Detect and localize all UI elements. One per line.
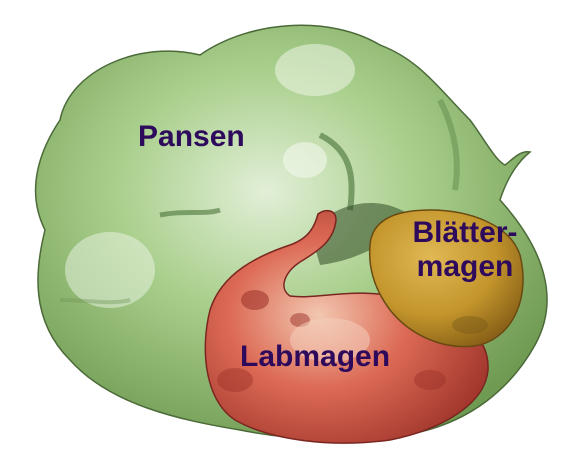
label-blaettermagen-line1: Blätter- [400, 216, 530, 250]
pansen-highlight [283, 142, 327, 178]
labmagen-spot [241, 290, 269, 310]
label-labmagen: Labmagen [240, 340, 390, 374]
label-blaettermagen: Blätter- magen [400, 216, 530, 284]
pansen-highlight [65, 232, 155, 308]
pansen-highlight [275, 44, 355, 96]
label-blaettermagen-line2: magen [400, 250, 530, 284]
label-pansen: Pansen [138, 120, 245, 154]
blaettermagen-spot [452, 316, 488, 334]
pansen-fold [60, 300, 130, 302]
labmagen-spot [414, 370, 446, 390]
